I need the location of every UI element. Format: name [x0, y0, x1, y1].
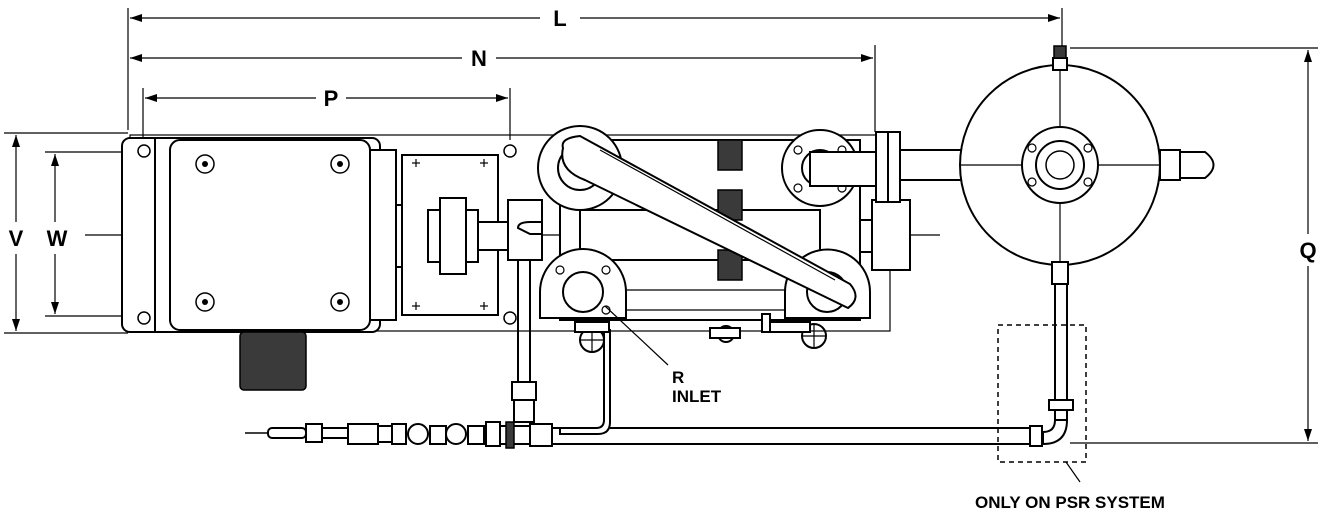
psr-return-piping — [530, 284, 1074, 447]
dimension-N: N — [130, 45, 876, 132]
inlet-r-flange — [539, 248, 627, 319]
oil-supply-lines — [507, 199, 611, 435]
inlet-leader-line — [604, 305, 669, 366]
dimension-V: V — [4, 132, 128, 334]
dimension-V-label: V — [9, 226, 24, 251]
motor-conduit-box — [239, 331, 307, 391]
dimension-W-label: W — [47, 226, 68, 251]
dimension-Q-label: Q — [1299, 238, 1316, 263]
crossover-pipe — [561, 134, 857, 310]
psr-leader-line — [1065, 461, 1081, 483]
psr-option-boundary — [997, 324, 1087, 463]
dimension-P-label: P — [324, 86, 339, 111]
dimension-N-label: N — [471, 46, 487, 71]
dimension-L-label: L — [553, 6, 566, 31]
dimension-W: W — [45, 151, 128, 317]
discharge-pipe — [809, 131, 967, 203]
dimension-L: L — [127, 6, 1063, 130]
dimension-P: P — [142, 86, 511, 140]
inlet-r-label: R — [672, 368, 684, 387]
coupling-guard — [401, 154, 509, 316]
psr-system-note: ONLY ON PSR SYSTEM — [975, 493, 1165, 512]
separator-tank — [959, 45, 1215, 285]
dimension-Q: Q — [1070, 47, 1318, 444]
oil-manifold-line — [245, 421, 553, 449]
motor-mount-bolt — [137, 144, 517, 325]
motor — [121, 137, 517, 333]
drain-valve — [574, 313, 827, 353]
inlet-label: INLET — [672, 387, 722, 406]
